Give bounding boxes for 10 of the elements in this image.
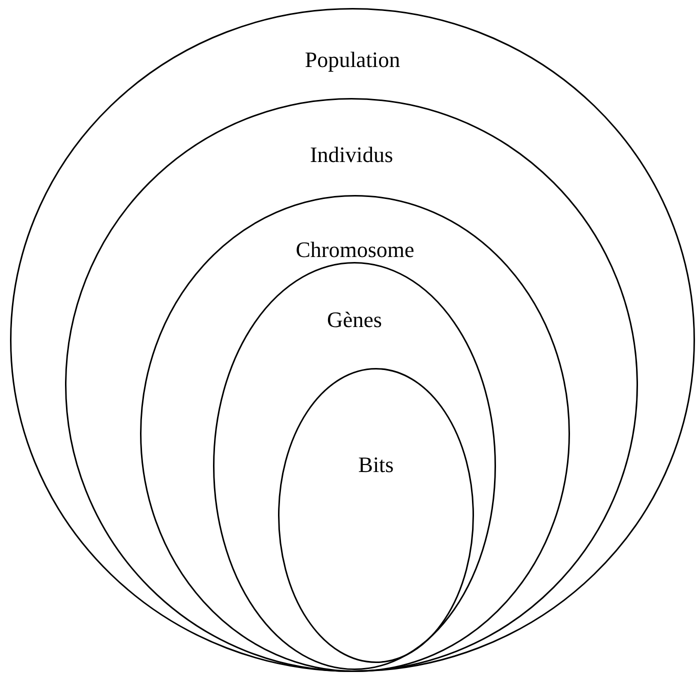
region-label: Chromosome: [296, 237, 414, 263]
oval-region: [65, 98, 638, 672]
region-label: Gènes: [327, 307, 382, 333]
oval-region: [278, 368, 474, 663]
region-label: Population: [304, 47, 400, 73]
region-label: Bits: [358, 452, 394, 478]
region-label: Individus: [310, 142, 394, 168]
oval-region: [140, 195, 570, 672]
oval-region: [10, 8, 695, 672]
oval-region: [213, 262, 496, 670]
